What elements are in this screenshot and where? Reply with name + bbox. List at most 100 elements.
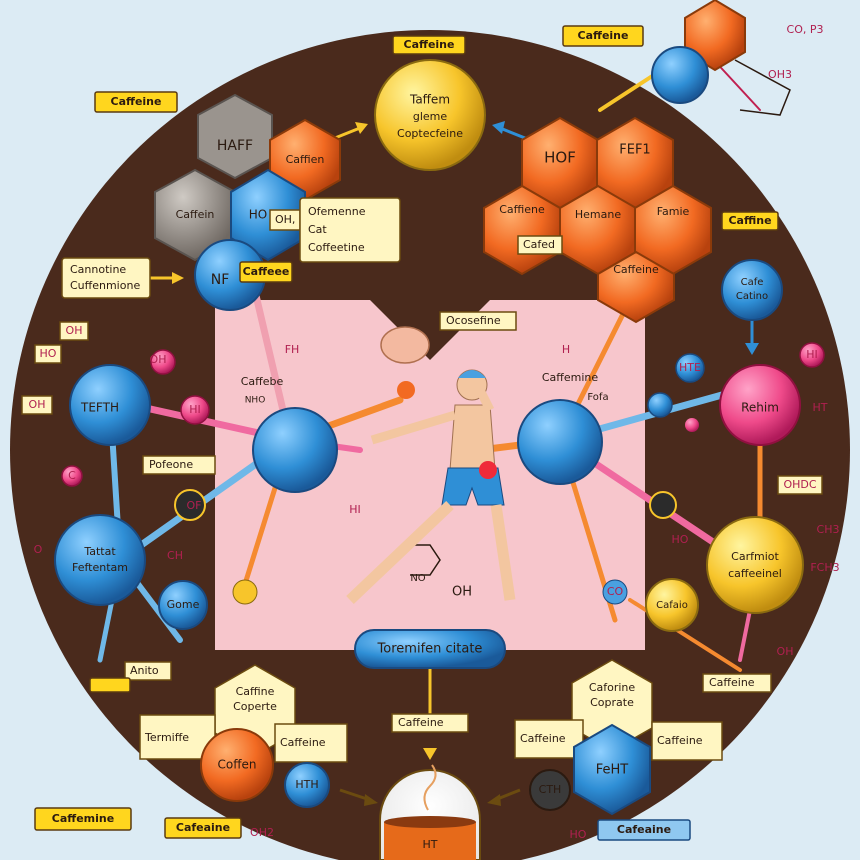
hex-left-orange-label: Caffien (286, 153, 325, 166)
right-caffeine-box (702, 673, 772, 693)
center-top-box (439, 311, 517, 331)
node-tattat-line-2: Feftentam (72, 561, 128, 574)
node-coffen (200, 728, 274, 802)
bottom-left-tag-2 (164, 817, 242, 839)
bottom-hoo: HO (570, 828, 587, 841)
right-ht: HT (813, 401, 828, 414)
bottom-left-tag-2-label: Cafeaine (176, 821, 230, 834)
top-center-line-2: gleme (413, 110, 448, 123)
left-of: OF (187, 499, 202, 512)
top-right-formula: CO, P3 (787, 23, 824, 36)
node-hth (284, 762, 330, 808)
top-center-tag (392, 35, 466, 55)
left-oh-2: OH (29, 398, 46, 411)
bottom-right-hex-3-label: Caffeine (657, 734, 703, 747)
top-right-molecule: Caffeine CO, P3 OH3 (562, 0, 824, 116)
right-ho: HO (672, 533, 689, 546)
node-carfmiot (706, 516, 804, 614)
top-center-circle (374, 59, 486, 171)
hex-right-small-label: Cafed (523, 238, 555, 251)
left-pofeone-box (142, 455, 216, 475)
right-ch3: CH3 (817, 523, 840, 536)
top-right-tag (562, 25, 644, 47)
node-cth-label: CTH (539, 783, 562, 796)
left-info-box-line-3: Coffeetine (308, 241, 365, 254)
top-center-tag-label: Caffeine (404, 38, 455, 51)
hex-right-caffiene-label: Caffiene (499, 203, 545, 216)
left-oh-2-box (21, 395, 53, 415)
node-nf-tag (239, 261, 293, 283)
node-tattat (54, 514, 146, 606)
left-ho-box (34, 344, 62, 364)
bottom-left-tag-label: Caffemine (52, 812, 114, 825)
hex-left-top-label: HAFF (217, 138, 253, 154)
hex-left-blue (230, 168, 306, 262)
bottom-right-hex-2-label: Caffeine (520, 732, 566, 745)
left-hi-node (180, 395, 210, 425)
hex-right-hof-label: HOF (544, 149, 576, 167)
bottom-right-hex-1-label: Caforine (589, 681, 636, 694)
flow-arrows (150, 121, 759, 806)
left-of-node (174, 489, 206, 521)
node-cafe-small-line-1: Cafe (741, 277, 764, 288)
top-center-line-1: Taffem (409, 93, 450, 107)
node-rehim-label: Rehim (741, 401, 779, 415)
node-cafaio (645, 578, 699, 632)
top-right-oh: OH3 (768, 68, 792, 81)
right-odc: OHDC (783, 478, 816, 491)
right-fch3: FCH3 (810, 561, 839, 574)
athlete-figure (346, 369, 516, 604)
right-small-blue (647, 392, 673, 418)
node-nf-label: NF (211, 272, 230, 288)
right-hte-node (675, 353, 705, 383)
cup-label: HT (423, 838, 438, 851)
panel-no: NO (410, 573, 425, 584)
left-ho: HO (40, 347, 57, 360)
bottom-left-hex-group: Caffine Coperte Termiffe Caffeine Coffen… (139, 664, 348, 839)
right-odc-box (777, 475, 823, 495)
node-feht-label: FeHT (596, 763, 629, 778)
right-oh: OH (777, 645, 794, 658)
bottom-right-tag-label: Cafeaine (617, 823, 671, 836)
center-top-label: Ocosefine (446, 314, 501, 327)
panel-hi-small-node (232, 579, 258, 605)
hex-right-hemane-label: Hemane (575, 208, 621, 221)
left-cfh: CH (167, 549, 183, 562)
left-cc: C (68, 469, 76, 482)
right-hi: HI (806, 348, 818, 361)
bottom-right-hex-group: Caforine Coprate Caffeine Caffeine FeHT … (514, 659, 723, 841)
node-tattat-line-1: Tattat (83, 545, 116, 558)
left-info-box-line-2: Cat (308, 223, 327, 236)
right-hex-tag-label: Caffine (728, 214, 771, 227)
node-feht (573, 723, 651, 816)
right-hte: HTE (679, 361, 701, 374)
node-cafaio-label: Cafaio (656, 600, 688, 611)
left-o-small: O (34, 543, 43, 556)
node-cafe-small-line-2: Catino (736, 291, 768, 302)
steam-icon (423, 764, 437, 811)
bottom-left-hex-2 (139, 714, 216, 760)
brain-icon (380, 326, 430, 364)
node-gome (158, 580, 208, 630)
hex-right-ff-label: FEF1 (619, 143, 650, 158)
left-box-small-label: OH, (275, 213, 295, 226)
hex-cluster-left: HAFF Caffien Caffein HO NF Caffeee OH, O… (154, 93, 401, 311)
top-right-hex (684, 0, 746, 72)
bottom-center-box (391, 713, 469, 733)
node-cafe-small (721, 259, 783, 321)
far-left-box (61, 257, 151, 299)
left-small-tag (89, 677, 131, 693)
bottom-oh2: OH2 (250, 826, 274, 839)
hex-left-top (197, 93, 273, 180)
node-tefth (69, 364, 151, 446)
panel-fh: FH (285, 343, 300, 356)
bottom-left-hex-1-label: Caffine (236, 685, 275, 698)
bottom-left-hex-3 (274, 723, 348, 763)
node-carfmiot-line-2: caffeeinel (728, 567, 782, 580)
right-tiny-pink (685, 418, 699, 432)
center-right-node (517, 399, 603, 485)
panel-co-small-node (602, 579, 628, 605)
center-pill (354, 629, 506, 669)
